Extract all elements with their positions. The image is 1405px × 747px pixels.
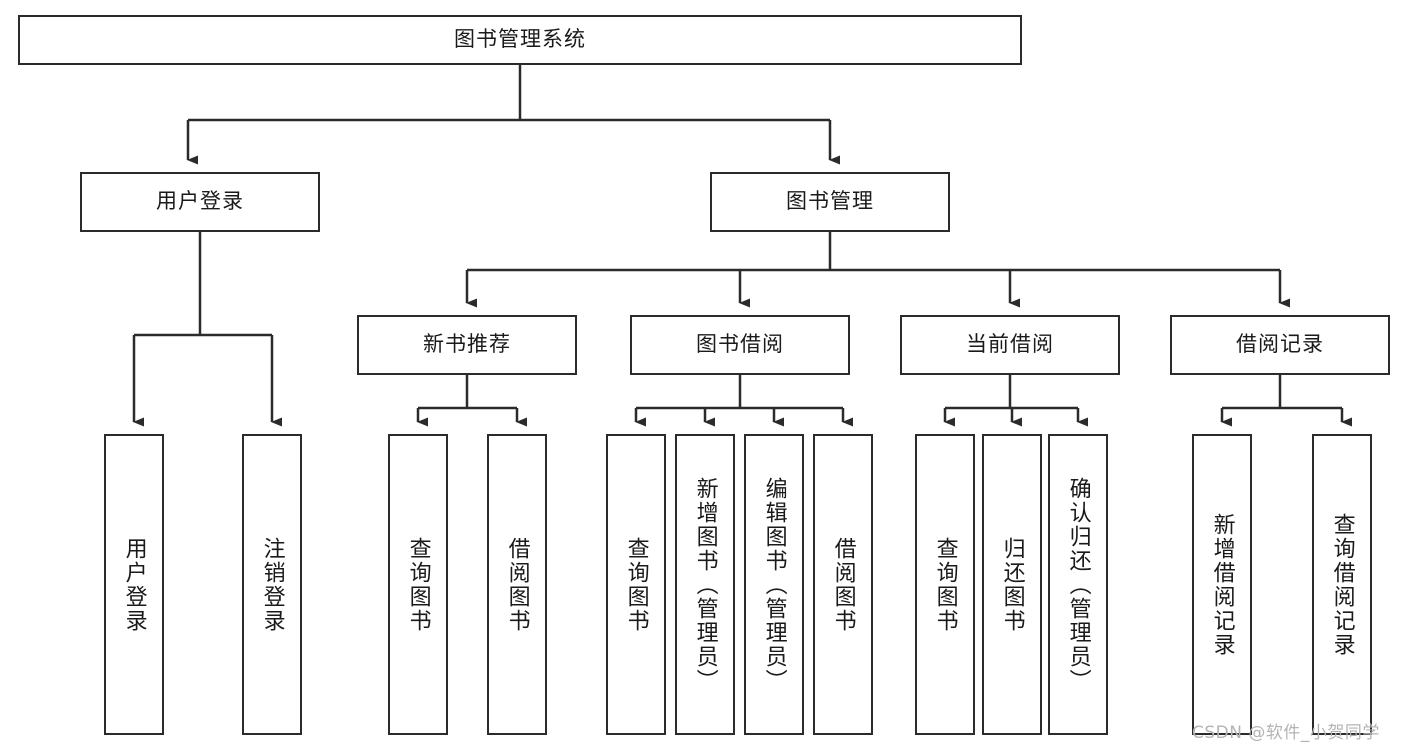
node-label: 查询图书 (405, 536, 431, 633)
leaf-borrow-add-book[interactable]: 新增图书（管理员） (675, 434, 735, 735)
leaf-current-confirm-return[interactable]: 确认归还（管理员） (1048, 434, 1108, 735)
node-label: 新增图书（管理员） (692, 476, 718, 693)
node-user-login[interactable]: 用户登录 (80, 172, 320, 232)
leaf-borrow-edit-book[interactable]: 编辑图书（管理员） (744, 434, 804, 735)
leaf-borrow-query-book[interactable]: 查询图书 (606, 434, 666, 735)
node-borrow-record[interactable]: 借阅记录 (1170, 315, 1390, 375)
node-label: 借阅图书 (830, 536, 856, 633)
node-label: 新书推荐 (423, 332, 511, 357)
node-book-borrow[interactable]: 图书借阅 (630, 315, 850, 375)
node-root-system[interactable]: 图书管理系统 (18, 15, 1022, 65)
node-current-borrow[interactable]: 当前借阅 (900, 315, 1120, 375)
node-label: 借阅记录 (1236, 332, 1324, 357)
leaf-borrow-borrow-book[interactable]: 借阅图书 (813, 434, 873, 735)
node-label: 注销登录 (259, 536, 285, 633)
leaf-user-login-signout[interactable]: 注销登录 (242, 434, 302, 735)
node-label: 用户登录 (156, 189, 244, 214)
leaf-current-query-book[interactable]: 查询图书 (915, 434, 975, 735)
leaf-recommend-query-book[interactable]: 查询图书 (388, 434, 448, 735)
node-label: 当前借阅 (966, 332, 1054, 357)
leaf-recommend-borrow-book[interactable]: 借阅图书 (487, 434, 547, 735)
node-label: 用户登录 (121, 536, 147, 633)
leaf-user-login-signin[interactable]: 用户登录 (104, 434, 164, 735)
node-label: 归还图书 (999, 536, 1025, 633)
node-label: 图书管理 (786, 189, 874, 214)
node-label: 图书管理系统 (454, 27, 586, 52)
node-label: 借阅图书 (504, 536, 530, 633)
node-label: 图书借阅 (696, 332, 784, 357)
leaf-record-query-record[interactable]: 查询借阅记录 (1312, 434, 1372, 735)
node-label: 查询图书 (623, 536, 649, 633)
csdn-watermark: CSDN @软件_小贺同学 (1192, 723, 1380, 743)
node-book-management[interactable]: 图书管理 (710, 172, 950, 232)
leaf-record-add-record[interactable]: 新增借阅记录 (1192, 434, 1252, 735)
leaf-current-return-book[interactable]: 归还图书 (982, 434, 1042, 735)
node-new-book-recommend[interactable]: 新书推荐 (357, 315, 577, 375)
node-label: 新增借阅记录 (1209, 512, 1235, 657)
node-label: 查询借阅记录 (1329, 512, 1355, 657)
node-label: 确认归还（管理员） (1065, 476, 1091, 693)
node-label: 查询图书 (932, 536, 958, 633)
node-label: 编辑图书（管理员） (761, 476, 787, 693)
